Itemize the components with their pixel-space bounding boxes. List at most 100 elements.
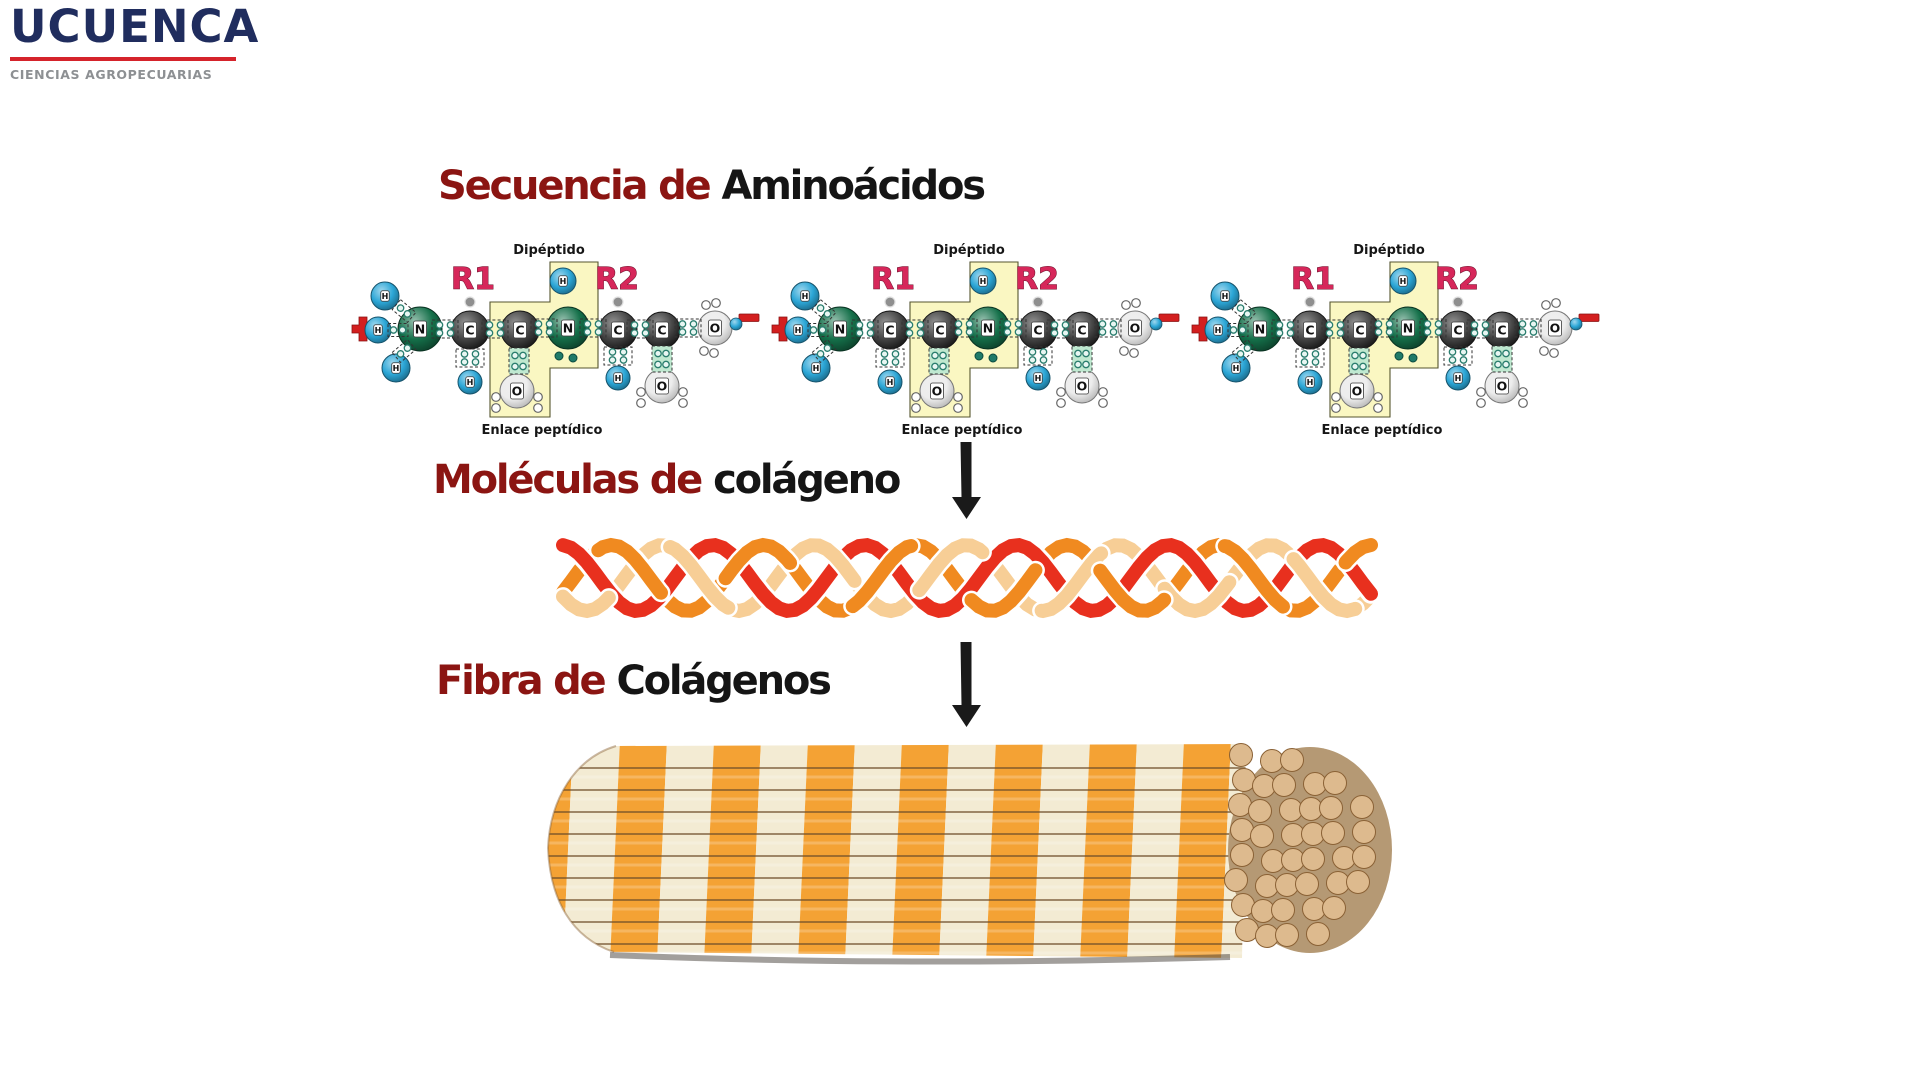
electron-pair-dot [1028, 356, 1037, 364]
atom-label-chip [883, 321, 897, 339]
electron-pair-dot [1061, 321, 1070, 329]
atom-label-chip [463, 321, 477, 339]
atom-label-chip [811, 362, 821, 374]
electron-bond-box [1231, 338, 1257, 364]
electron-pair-dot [471, 350, 480, 358]
atom-label-chip [513, 321, 527, 339]
fibril-end-circle [1275, 923, 1299, 947]
atom-label-chip [558, 275, 568, 287]
fiber-band-orange [1080, 744, 1137, 958]
electron-pair-dot [954, 320, 963, 328]
electron-pair-dot [545, 320, 554, 328]
lone-pair-dot [974, 351, 984, 361]
atom-letter: C [1355, 323, 1364, 338]
atom-letter: O [512, 384, 523, 399]
electron-pair-dot [1082, 349, 1090, 358]
fibril-end-circle [1232, 768, 1256, 792]
atom-label-chip [1213, 324, 1223, 336]
atom-label-chip [1231, 362, 1241, 374]
electron-pair-dot [641, 329, 650, 337]
oxygen-lone-pair [1129, 348, 1139, 358]
electron-pair-dot [1229, 326, 1238, 334]
electron-bond-box [1023, 346, 1053, 366]
fiber-band-orange [548, 744, 573, 958]
electron-pair-dot [1494, 360, 1502, 369]
atom-letter: H [813, 364, 820, 373]
electron-pair-dot [1385, 328, 1394, 336]
atom-letter: H [1233, 364, 1240, 373]
fiber-band-cream [845, 744, 902, 958]
fibril-end-circle [1323, 771, 1347, 795]
electron-pair-dot [446, 329, 455, 337]
electron-pair-dot [630, 321, 639, 329]
fiber-body [548, 744, 1246, 958]
electron-pair-dot [403, 344, 412, 352]
fibril-end-circle [1346, 870, 1370, 894]
fiber-band-orange [610, 744, 667, 958]
helix-strand [556, 537, 1378, 618]
electron-pair-dot [1050, 329, 1059, 337]
oxygen-lone-pair [953, 403, 963, 413]
electron-pair-dot [1286, 329, 1295, 337]
atom-label-chip [465, 376, 475, 388]
oxygen-lone-pair [1331, 403, 1341, 413]
electron-pair-dot [1448, 348, 1457, 356]
fiber-left-cap-edge [546, 745, 617, 953]
electron-bond-box [901, 319, 929, 339]
electron-pair-dot [891, 350, 900, 358]
atom-label-chip [510, 382, 524, 400]
electron-bond-box [1466, 319, 1494, 339]
atom-H-small [1149, 317, 1163, 331]
electron-pair-dot [931, 351, 939, 360]
fibril-end-circle [1321, 821, 1345, 845]
fibril-end-circle [1235, 918, 1259, 942]
r1-label: R1 [871, 262, 915, 297]
logo-subtitle: CIENCIAS AGROPECUARIAS [10, 67, 213, 82]
atom-label-chip [1220, 290, 1230, 302]
electron-pair-dot [435, 321, 444, 329]
electron-pair-dot [823, 310, 832, 318]
electron-pair-dot [1481, 321, 1490, 329]
atom-label-chip [930, 382, 944, 400]
atom-label-chip [391, 362, 401, 374]
electron-bond-box [1514, 318, 1542, 338]
oxygen-lone-pair [711, 298, 721, 308]
oxygen-lone-pair [491, 392, 501, 402]
collagen-molecule-helix [553, 534, 1381, 622]
electron-bond-box [626, 319, 654, 339]
oxygen-lone-pair [911, 403, 921, 413]
electron-pair-dot [1529, 328, 1538, 336]
electron-bond-box [481, 319, 509, 339]
electron-pair-dot [511, 362, 519, 371]
electron-pair-dot [931, 362, 939, 371]
oxygen-lone-pair [1098, 398, 1108, 408]
electron-pair-dot [1448, 356, 1457, 364]
atom-label-chip [708, 319, 722, 337]
electron-pair-dot [608, 348, 617, 356]
electron-pair-dot [1518, 328, 1527, 336]
oxygen-lone-pair [491, 403, 501, 413]
oxygen-lone-pair [1121, 300, 1131, 310]
electron-pair-dot [1003, 320, 1012, 328]
electron-pair-dot [689, 320, 698, 328]
electron-pair-dot [1098, 328, 1107, 336]
electron-pair-dot [1502, 360, 1510, 369]
r2-label: R2 [1435, 262, 1479, 297]
oxygen-lone-pair [533, 403, 543, 413]
electron-pair-dot [403, 310, 412, 318]
electron-bond-box [1491, 345, 1513, 373]
atom-letter: H [1215, 326, 1222, 335]
electron-pair-dot [916, 321, 925, 329]
electron-pair-dot [1325, 329, 1334, 337]
atom-label-chip [1075, 377, 1089, 395]
dipeptido-label: Dipéptido [933, 243, 1005, 258]
electron-pair-dot [1359, 351, 1367, 360]
electron-pair-dot [939, 351, 947, 360]
ucuenca-logo: UCUENCA CIENCIAS AGROPECUARIAS [10, 4, 259, 82]
atom-letter: C [515, 323, 524, 338]
electron-bond-box [1071, 345, 1093, 373]
